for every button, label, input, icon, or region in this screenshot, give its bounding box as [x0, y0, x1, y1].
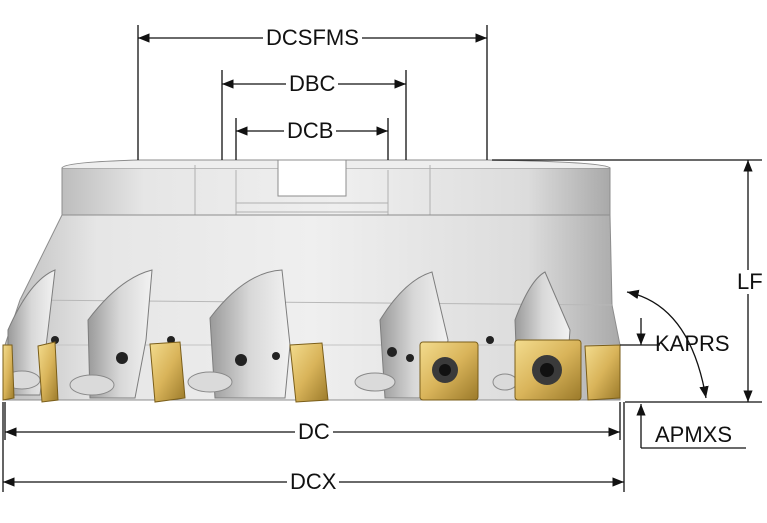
- insert-with-screw: [514, 339, 582, 401]
- insert-with-screw: [419, 341, 479, 401]
- insert: [149, 341, 186, 403]
- insert: [2, 344, 15, 401]
- insert: [584, 344, 621, 401]
- label-dbc: DBC: [286, 72, 339, 96]
- label-dcb: DCB: [284, 119, 337, 143]
- insert: [37, 341, 59, 403]
- label-lf: LF: [734, 270, 766, 294]
- label-dc: DC: [295, 420, 333, 444]
- cutting-inserts: [2, 339, 621, 403]
- label-kaprs: KAPRS: [655, 331, 730, 356]
- kaprs-angle-arc: [626, 289, 709, 399]
- keyway-slot: [277, 159, 347, 197]
- label-apmxs: APMXS: [655, 422, 733, 447]
- insert: [289, 342, 329, 403]
- label-dcx: DCX: [287, 470, 340, 494]
- label-dcsfms: DCSFMS: [263, 26, 362, 50]
